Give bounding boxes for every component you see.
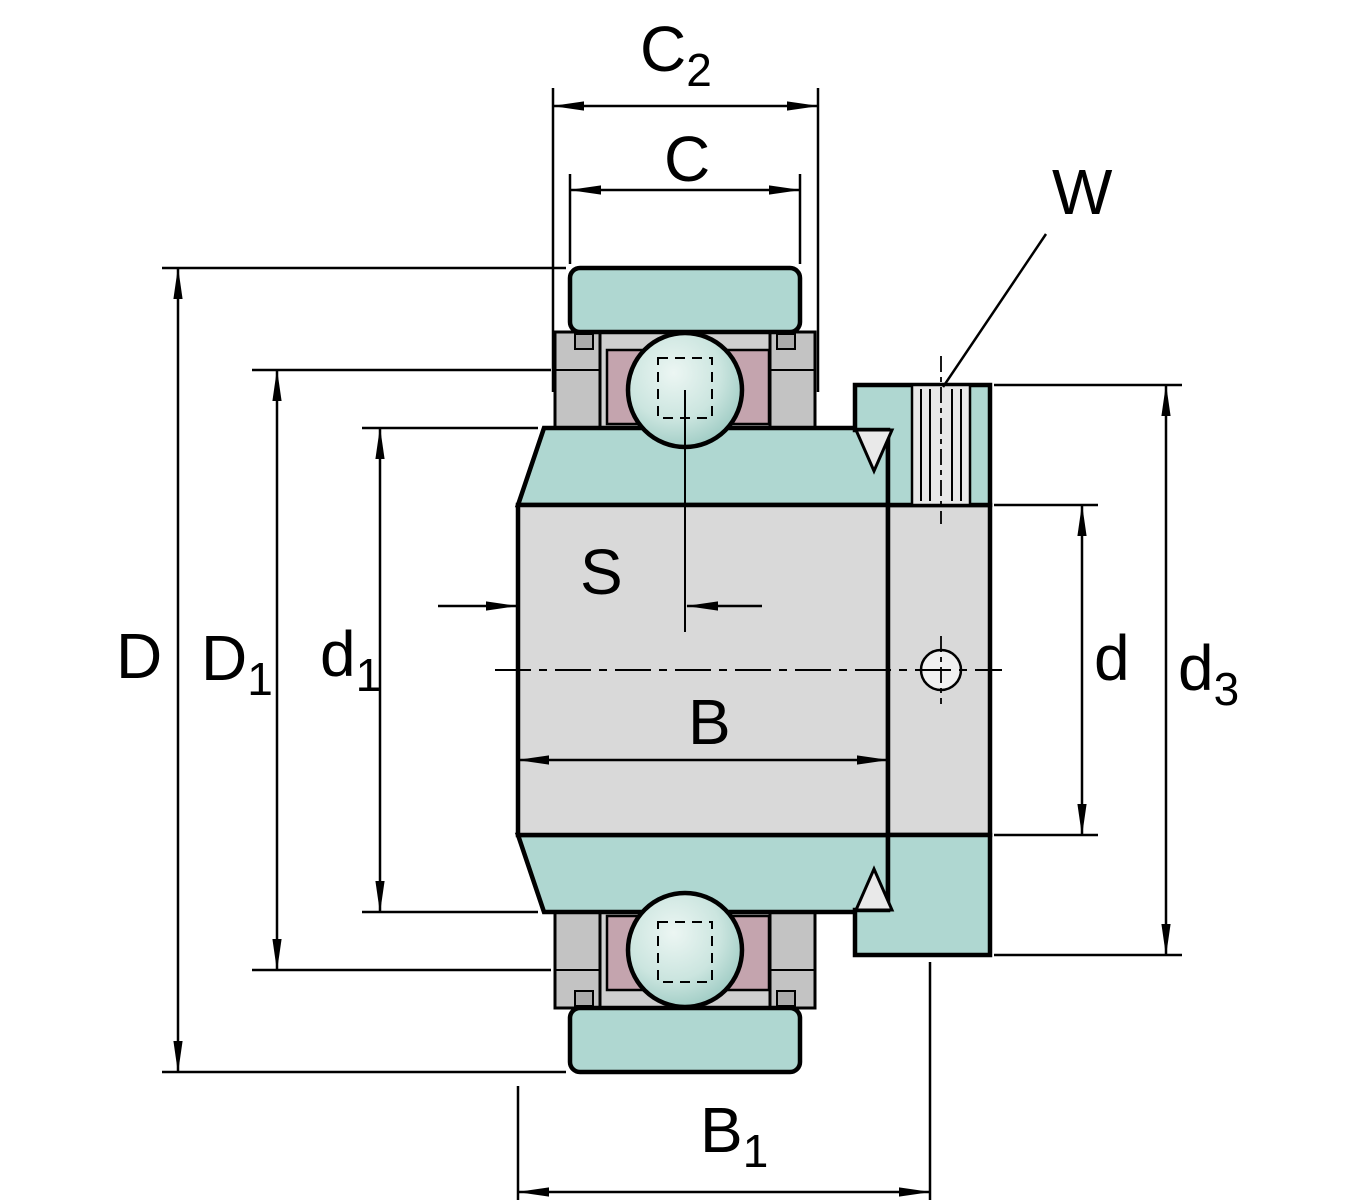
dim-label-d: d <box>1094 622 1130 694</box>
seal-rivet-bottom-right <box>776 990 796 1007</box>
dim-label-C: C <box>664 123 711 195</box>
eccentric-notch-bottom <box>853 865 895 912</box>
seal-rivet-bottom-left <box>574 990 594 1007</box>
seal-rivet-top-left <box>574 333 594 350</box>
dimensions <box>162 88 1182 1200</box>
dim-label-C2: C2 <box>640 13 712 96</box>
dim-label-B: B <box>688 686 731 758</box>
seal-rivet-top-right <box>776 333 796 350</box>
dim-label-B1: B1 <box>700 1094 769 1177</box>
leader-line-W <box>941 233 1048 388</box>
outer-ring-bottom <box>567 1005 803 1075</box>
eccentric-notch-top <box>853 428 895 475</box>
outer-ring-top <box>567 265 803 335</box>
dim-label-S: S <box>580 536 623 608</box>
dim-label-D1: D1 <box>201 622 273 705</box>
dim-label-d1: d1 <box>320 618 382 701</box>
dim-label-d3: d3 <box>1178 632 1240 715</box>
bearing-parts <box>495 265 1002 1075</box>
dim-label-W: W <box>1052 156 1113 228</box>
ball-center-box-bottom <box>657 921 713 983</box>
ball-bottom <box>625 890 745 1010</box>
dim-label-D: D <box>116 620 163 692</box>
